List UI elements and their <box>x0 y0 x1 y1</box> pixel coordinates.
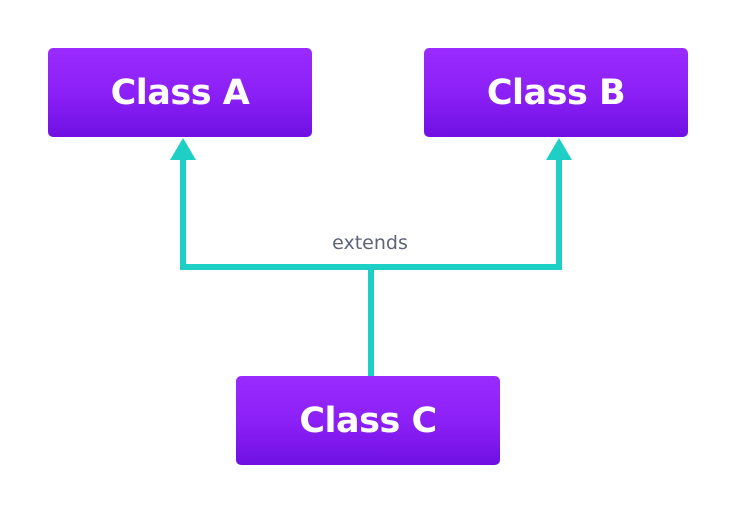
class-a-label: Class A <box>110 72 250 113</box>
class-b-box: Class B <box>424 48 688 137</box>
arrowhead-class-a-icon <box>170 138 196 160</box>
class-c-label: Class C <box>299 400 437 441</box>
class-a-box: Class A <box>48 48 312 137</box>
arrowhead-class-b-icon <box>546 138 572 160</box>
class-c-box: Class C <box>236 376 500 465</box>
class-b-label: Class B <box>486 72 626 113</box>
extends-label: extends <box>332 232 408 254</box>
